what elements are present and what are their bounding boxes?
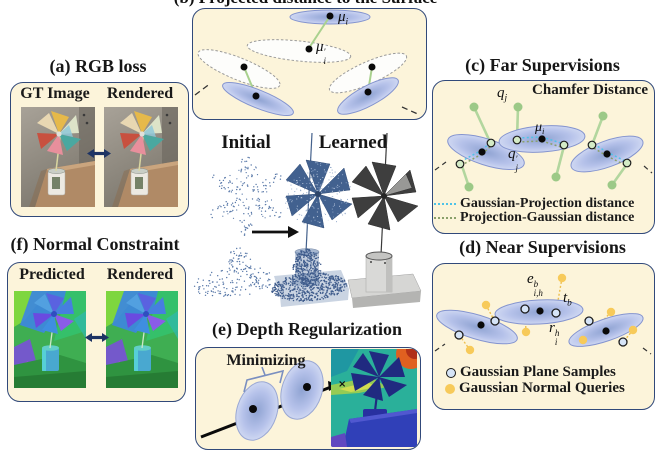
mu-i-label-c: μi [535,121,544,136]
panel-c-title: (c) Far Supervisions [432,55,653,76]
mu-i-label-b: μi [338,10,348,28]
predicted-normal-map [14,291,86,388]
panel-b-graphic [192,8,424,117]
legend-plane-samples: Gaussian Plane Samples [446,364,616,381]
legend-normal-queries: Gaussian Normal Queries [445,380,625,397]
plane-sample-icon [446,368,456,378]
x-axis-marker: × [338,380,346,390]
olive-dotted-line-icon [434,217,456,219]
minimizing-label: Minimizing [222,352,310,370]
t-b-label: tb [563,291,572,309]
mu-i-prime-label-b: μ′i [316,40,326,65]
panel-b-box [192,8,427,120]
rendered-label-a: Rendered [102,85,178,103]
rendered-label-f: Rendered [102,266,178,284]
panel-f-title: (f) Normal Constraint [2,234,188,255]
gt-image-photo [21,107,95,207]
q-j-prime-label: q′j [508,147,518,172]
r-ih-label: rhi [549,321,559,346]
pointcloud-graphic [188,126,432,316]
panel-a-title: (a) RGB loss [20,56,176,77]
legend-projection-gaussian: Projection-Gaussian distance [434,210,634,226]
panel-d-title: (d) Near Supervisions [432,237,653,258]
double-arrow-icon-a [87,147,111,160]
double-arrow-icon-f [85,331,109,344]
q-j-label: qj [497,86,507,104]
chamfer-distance-label: Chamfer Distance [520,82,648,99]
rendered-photo [104,107,178,207]
gt-image-label: GT Image [18,85,92,103]
normal-query-icon [445,384,455,394]
e-ihb-label: ebi,h [527,272,543,297]
panel-e-title: (e) Depth Regularization [192,319,422,340]
predicted-label: Predicted [16,266,88,284]
cyan-dotted-line-icon [434,203,456,205]
rendered-normal-map [106,291,178,388]
panel-b-title: (b) Projected distance to the Surface [158,0,453,8]
